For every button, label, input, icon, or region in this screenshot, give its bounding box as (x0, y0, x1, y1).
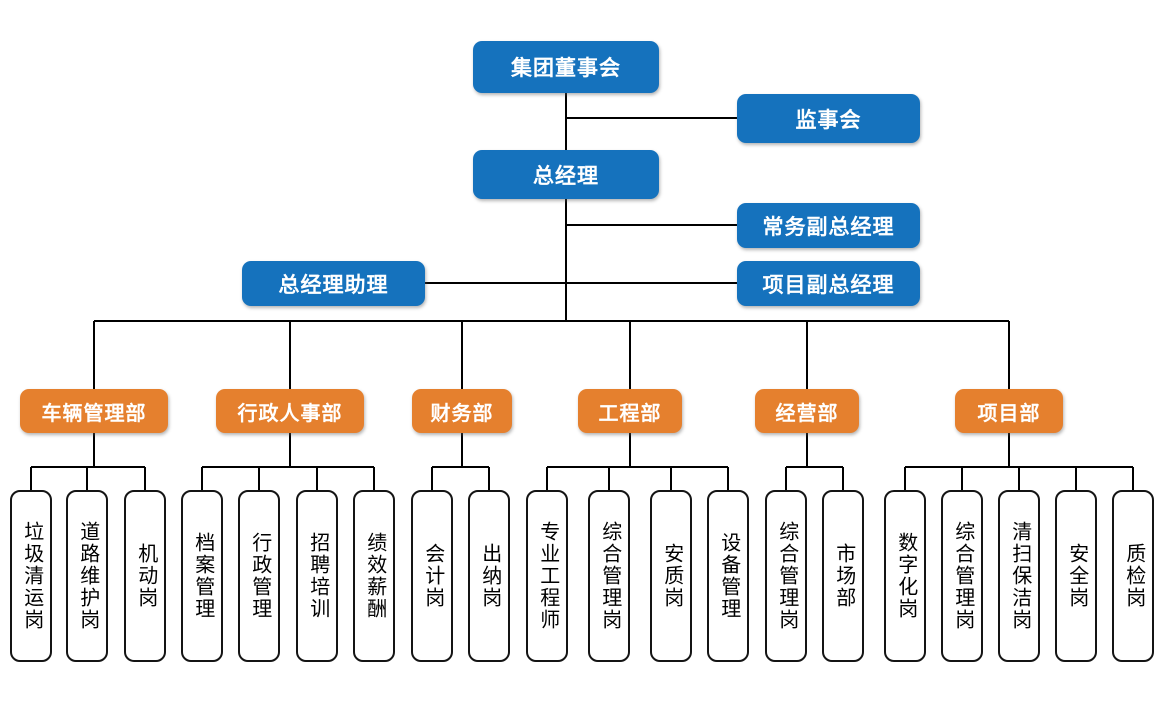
node-pos-general-mgmt-biz[interactable]: 综合管理岗 (765, 490, 807, 662)
node-pos-accounting[interactable]: 会计岗 (411, 490, 453, 662)
node-pos-admin-mgmt[interactable]: 行政管理 (238, 490, 280, 662)
node-pos-general-mgmt-eng[interactable]: 综合管理岗 (588, 490, 630, 662)
node-pos-engineer[interactable]: 专业工程师 (526, 490, 568, 662)
node-dept-finance[interactable]: 财务部 (412, 389, 512, 433)
node-pos-digitalization[interactable]: 数字化岗 (884, 490, 926, 662)
node-pos-marketing[interactable]: 市场部 (822, 490, 864, 662)
node-pos-road-maintenance[interactable]: 道路维护岗 (66, 490, 108, 662)
node-pos-cashier[interactable]: 出纳岗 (468, 490, 510, 662)
node-dept-vehicle[interactable]: 车辆管理部 (20, 389, 168, 433)
node-dept-admin-hr[interactable]: 行政人事部 (216, 389, 364, 433)
node-supervisors[interactable]: 监事会 (737, 94, 920, 143)
node-board[interactable]: 集团董事会 (473, 41, 659, 93)
node-proj-vgm[interactable]: 项目副总经理 (737, 261, 920, 306)
node-pos-archive-mgmt[interactable]: 档案管理 (181, 490, 223, 662)
node-dept-engineer[interactable]: 工程部 (578, 389, 682, 433)
node-pos-recruit-train[interactable]: 招聘培训 (296, 490, 338, 662)
node-dept-business[interactable]: 经营部 (755, 389, 859, 433)
node-gm-assistant[interactable]: 总经理助理 (242, 261, 425, 306)
node-dept-project[interactable]: 项目部 (955, 389, 1063, 433)
node-pos-quality-check[interactable]: 质检岗 (1112, 490, 1154, 662)
node-pos-garbage-transport[interactable]: 垃圾清运岗 (10, 490, 52, 662)
node-pos-cleaning[interactable]: 清扫保洁岗 (998, 490, 1040, 662)
node-pos-equipment-mgmt[interactable]: 设备管理 (707, 490, 749, 662)
node-pos-safety-quality[interactable]: 安质岗 (650, 490, 692, 662)
node-gm[interactable]: 总经理 (473, 150, 659, 199)
node-pos-performance-pay[interactable]: 绩效薪酬 (353, 490, 395, 662)
node-pos-mobile-duty[interactable]: 机动岗 (124, 490, 166, 662)
node-pos-general-mgmt-proj[interactable]: 综合管理岗 (941, 490, 983, 662)
node-exec-vgm[interactable]: 常务副总经理 (737, 203, 920, 248)
node-pos-safety[interactable]: 安全岗 (1055, 490, 1097, 662)
